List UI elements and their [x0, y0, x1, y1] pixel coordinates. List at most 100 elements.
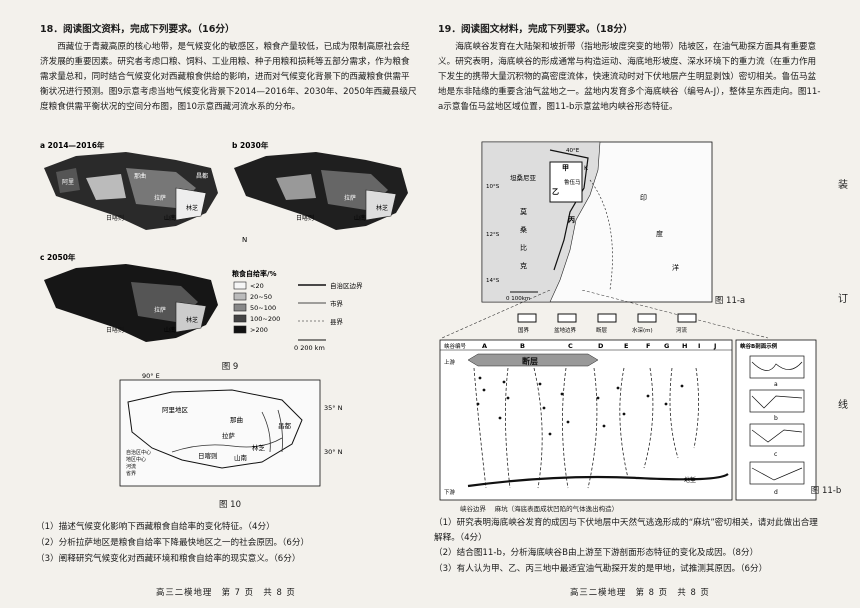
fig11a-place: 洋 [672, 263, 679, 272]
q18-question-2: （2）分析拉萨地区是粮食自给率下降最快地区之一的社会原因。（6分） [36, 538, 310, 548]
fig11a-place: 桑 [520, 225, 527, 234]
svg-text:F: F [646, 342, 650, 350]
fig11a-place: K [584, 165, 589, 172]
fault-label: 断层 [522, 356, 538, 366]
fig11a-place: 甲 [562, 164, 569, 172]
binding-mark: 订 [838, 294, 848, 305]
place-label: 林芝 [186, 316, 198, 324]
fig10-place: 拉萨 [222, 431, 236, 440]
fig10-caption: 图 10 [218, 500, 242, 510]
svg-text:I: I [698, 342, 700, 350]
place-label: 日喀则 [106, 326, 124, 334]
fig11b-legend-item: 盆地边界 [554, 326, 577, 334]
right-page: 19．阅读图文材料，完成下列要求。（18分） 海底峡谷发育在大陆架和坡折带（指地… [430, 0, 860, 608]
place-label: 林芝 [186, 204, 198, 212]
fig10-lon: 90° E [142, 372, 160, 380]
place-label: 昌都 [196, 172, 208, 180]
fig10-place: 山南 [234, 453, 248, 462]
figure-11a: 坦桑尼亚 甲 乙 丙 莫 桑 比 克 鲁伍马 印 度 洋 K 40°E 10°S… [481, 141, 713, 303]
fig11a-place: 坦桑尼亚 [510, 173, 537, 182]
q19-question-1: （1）研究表明海底峡谷发育的成因与下伏地层中天然气逃逸形成的“麻坑”密切相关，请… [434, 518, 818, 543]
fig11a-place: 度 [656, 229, 663, 238]
place-label: 日喀则 [106, 214, 124, 222]
fig11b-legend-item: 国界 [518, 327, 530, 334]
fig11b-top-legend: 国界 盆地边界 断层 水深(m) 河流 [517, 313, 697, 334]
place-label: 山南 [164, 214, 176, 222]
legend-pockmark: 麻坑（海底表面成状凹陷的气体逸出构造） [494, 505, 619, 513]
figure-10: 90° E 35° N 30° N 阿里地区 那曲 拉萨 日喀则 林芝 山南 昌… [119, 372, 343, 487]
fig10-place: 那曲 [230, 415, 243, 424]
svg-text:B: B [520, 342, 525, 350]
legend-item: 50~100 [250, 304, 276, 312]
north-label: N [242, 236, 247, 244]
svg-text:D: D [598, 342, 604, 350]
fig10-place: 阿里地区 [162, 405, 189, 414]
legend-item: 100~200 [250, 315, 280, 323]
fig9-scale: 0 200 km [294, 344, 325, 352]
fig9-legend-swatches [233, 281, 247, 334]
svg-text:E: E [624, 342, 628, 350]
svg-text:H: H [682, 342, 687, 350]
place-label: 那曲 [134, 172, 146, 180]
fig9-label-c: c 2050年 [40, 252, 76, 262]
fig9-map-a [44, 152, 218, 230]
canyon-letters: A B C D E F G H I J [482, 342, 716, 350]
fig11a-scale: 0 100km [506, 296, 530, 302]
q19-title: 19．阅读图文材料，完成下列要求。（18分） [438, 24, 633, 35]
fig11a-place: 印 [640, 194, 647, 202]
binding-mark: 装 [838, 180, 848, 191]
fig10-legend: 自治区中心 [126, 449, 151, 456]
fig11a-coord: 14°S [486, 278, 500, 284]
profile-label: d [774, 489, 778, 496]
q18-question-1: （1）描述气候变化影响下西藏粮食自给率的变化特征。（4分） [36, 522, 275, 532]
fig11a-coord: 10°S [486, 184, 500, 190]
fig11b-legend-item: 水深(m) [632, 326, 653, 334]
fig11a-place: 比 [520, 243, 527, 252]
place-label: 拉萨 [344, 194, 356, 202]
line-legend-item: 县界 [330, 318, 344, 326]
page-footer-left: 高三二模地理 第 7 页 共 8 页 [156, 587, 296, 597]
fig10-legend: 地区中心 [126, 456, 146, 463]
svg-text:J: J [713, 342, 716, 350]
svg-text:A: A [482, 342, 487, 350]
svg-text:C: C [568, 342, 573, 350]
place-label: 日喀则 [296, 214, 314, 222]
fig10-lat: 35° N [324, 404, 343, 412]
svg-text:G: G [664, 342, 669, 350]
line-legend-item: 市界 [330, 299, 344, 308]
fig10-place: 昌都 [278, 422, 292, 430]
upstream-label: 上游 [444, 358, 456, 366]
canyon-id-label: 峡谷编号 [444, 342, 467, 350]
fig11b-caption: 图 11-b [810, 486, 842, 496]
binding-mark: 线 [838, 400, 848, 411]
fig10-legend: 省界 [126, 470, 136, 477]
q19-question-3: （3）有人认为甲、乙、丙三地中最适宜油气勘探开发的是甲地，试推测其原因。（6分） [434, 564, 768, 574]
left-page: 18．阅读图文资料，完成下列要求。（16分） 西藏位于青藏高原的核心地带，是气候… [36, 24, 417, 597]
fig9-map-c [44, 264, 218, 342]
figure-11b: 峡谷编号 A B C D E F G H I J 断层 上游 下游 [439, 339, 817, 501]
q18-body: 西藏位于青藏高原的核心地带，是气候变化的敏感区，粮食产量较低，已成为限制高原社会… [40, 42, 417, 112]
fig10-legend: 河流 [126, 463, 136, 470]
rift-label: 地堑 [684, 476, 696, 484]
q19-question-2: （2）结合图11-b，分析海底峡谷B由上游至下游剖面形态特征的变化及成因。（8分… [434, 548, 759, 558]
fig10-place: 日喀则 [198, 451, 218, 460]
place-label: 林芝 [376, 204, 388, 212]
profile-title: 峡谷B剖面示例 [740, 342, 778, 350]
line-legend-item: 自治区边界 [330, 281, 363, 290]
fig11b-legend-item: 断层 [596, 326, 608, 334]
place-label: 阿里 [62, 178, 74, 186]
place-label: 山南 [354, 214, 366, 222]
fig11a-place: 克 [520, 262, 527, 270]
fig11b-legend-item: 河流 [676, 326, 688, 334]
profile-label: b [774, 415, 778, 422]
fig9-caption: 图 9 [221, 362, 239, 372]
profile-label: c [774, 451, 777, 458]
fig11b-bottom-legend: 峡谷边界 麻坑（海底表面成状凹陷的气体逸出构造） [460, 504, 760, 514]
fig11a-coord: 40°E [566, 148, 580, 154]
fig11a-place: 丙 [568, 216, 575, 224]
place-label: 拉萨 [154, 194, 166, 202]
page-footer-right: 高三二模地理 第 8 页 共 8 页 [570, 587, 710, 597]
profile-label: a [774, 381, 778, 388]
fig9-label-a: a 2014—2016年 [40, 140, 105, 150]
legend-item: 20~50 [250, 293, 272, 301]
